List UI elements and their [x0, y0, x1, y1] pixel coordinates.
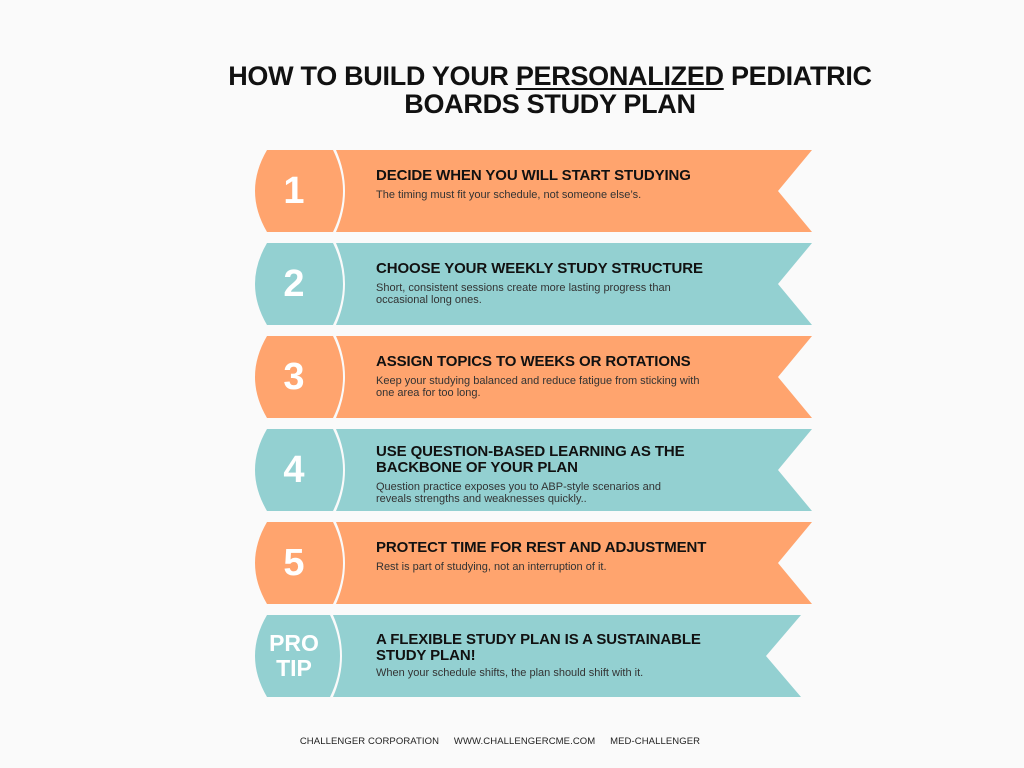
ribbon-shape [255, 336, 812, 418]
step-number-badge: 2 [283, 262, 305, 305]
step-description: Question practice exposes you to ABP-sty… [376, 481, 661, 505]
ribbon-shape [255, 522, 812, 604]
step-description: Short, consistent sessions create more l… [376, 282, 671, 306]
ribbon-shape [255, 615, 801, 697]
footer-company: CHALLENGER CORPORATION [299, 736, 440, 747]
step-heading: ASSIGN TOPICS TO WEEKS OR ROTATIONS [376, 353, 691, 370]
step-heading: USE QUESTION-BASED LEARNING AS THE BACKB… [376, 443, 685, 476]
step-4: 4 USE QUESTION-BASED LEARNING AS THE BAC… [249, 429, 819, 511]
step-3: 3 ASSIGN TOPICS TO WEEKS OR ROTATIONS Ke… [249, 336, 819, 418]
page-title: HOW TO BUILD YOUR PERSONALIZED PEDIATRIC… [200, 62, 900, 118]
step-number-badge: 1 [283, 169, 305, 212]
step-2: 2 CHOOSE YOUR WEEKLY STUDY STRUCTURE Sho… [249, 243, 819, 325]
footer-handle: MED-CHALLENGER [610, 736, 701, 747]
step-5: 5 PROTECT TIME FOR REST AND ADJUSTMENT R… [249, 522, 819, 604]
pro-tip: PRO TIP A FLEXIBLE STUDY PLAN IS A SUSTA… [249, 615, 819, 697]
footer-website[interactable]: WWW.CHALLENGERCME.COM [453, 736, 596, 747]
step-number-badge: 4 [283, 448, 305, 491]
step-1: 1 DECIDE WHEN YOU WILL START STUDYING Th… [249, 150, 819, 232]
ribbon-shape [255, 243, 812, 325]
ribbon-shape [255, 429, 812, 511]
pro-tip-label: TIP [276, 655, 312, 681]
pro-tip-label: PRO [269, 630, 319, 656]
pro-tip-badge: PRO TIP [249, 615, 339, 697]
step-heading: CHOOSE YOUR WEEKLY STUDY STRUCTURE [376, 260, 703, 277]
ribbon-shape [255, 150, 812, 232]
title-underlined-word: PERSONALIZED [515, 61, 724, 91]
title-text: HOW TO BUILD YOUR [228, 61, 516, 91]
pro-tip-heading: A FLEXIBLE STUDY PLAN IS A SUSTAINABLE S… [376, 631, 701, 664]
step-number-badge: 5 [283, 541, 305, 584]
pro-tip-description: When your schedule shifts, the plan shou… [376, 667, 644, 679]
title-text: PEDIATRIC [723, 61, 872, 91]
step-description: The timing must fit your schedule, not s… [376, 189, 642, 201]
footer: CHALLENGER CORPORATION WWW.CHALLENGERCME… [0, 736, 1000, 747]
title-line-2: BOARDS STUDY PLAN [404, 89, 696, 119]
step-description: Keep your studying balanced and reduce f… [376, 375, 700, 399]
step-heading: DECIDE WHEN YOU WILL START STUDYING [376, 167, 691, 184]
step-description: Rest is part of studying, not an interru… [376, 561, 607, 573]
step-heading: PROTECT TIME FOR REST AND ADJUSTMENT [376, 539, 707, 556]
step-number-badge: 3 [283, 355, 305, 398]
